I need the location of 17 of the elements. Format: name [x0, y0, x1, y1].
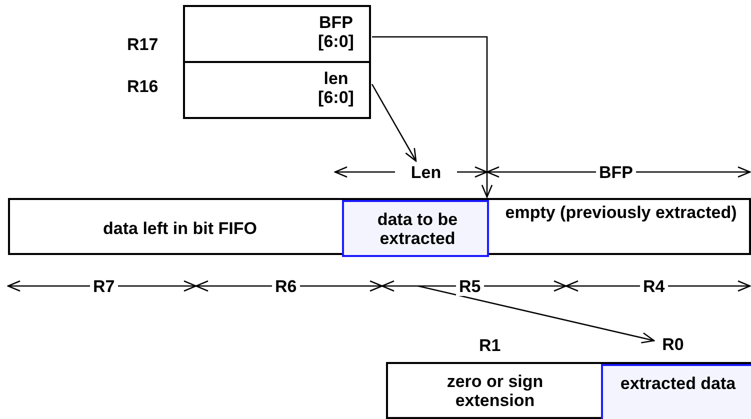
field-label: BFP [6:0]	[317, 13, 355, 51]
field-label: zero or sign extension	[446, 372, 544, 410]
dimension-label: R5	[456, 277, 484, 296]
register-bar	[386, 362, 751, 419]
field-label: empty (previously extracted)	[504, 203, 738, 222]
field-label: len [6:0]	[317, 69, 355, 107]
highlighted-field	[601, 364, 751, 419]
field-label: data to be extracted	[376, 210, 459, 248]
field-label: extracted data	[619, 374, 737, 393]
arrow	[372, 36, 493, 198]
register-row	[183, 61, 371, 119]
field-label: data left in bit FIFO	[102, 219, 258, 238]
register-row	[183, 5, 371, 63]
highlighted-field	[342, 200, 489, 257]
arrow	[371, 84, 417, 162]
bit-fifo-bar	[8, 198, 751, 255]
arrow	[418, 285, 655, 344]
